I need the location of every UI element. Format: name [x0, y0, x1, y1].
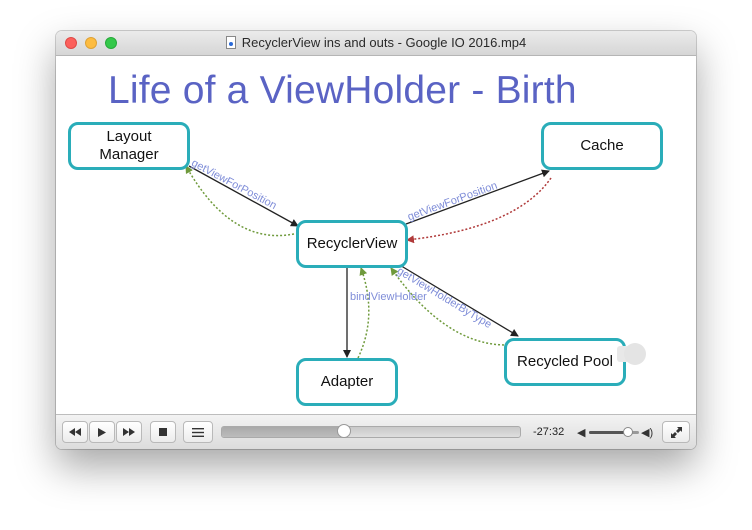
node-cache: Cache: [541, 122, 663, 170]
io-logo-dot: [624, 343, 646, 365]
stop-icon: [159, 428, 167, 436]
volume-high-icon[interactable]: ◀): [641, 427, 654, 439]
seek-bar[interactable]: [221, 424, 521, 438]
volume-low-icon[interactable]: ◀: [577, 427, 586, 439]
seek-bar-elapsed: [222, 427, 345, 437]
arrow-rv-to-pool: [397, 263, 519, 337]
node-layout-manager: Layout Manager: [68, 122, 190, 170]
video-frame[interactable]: Life of a ViewHolder - Birth: [56, 56, 696, 414]
fast-forward-icon: [123, 428, 135, 436]
playlist-icon: [192, 427, 204, 437]
fullscreen-icon: [670, 426, 682, 438]
diagram-arrows: [185, 165, 552, 359]
return-adapter-to-rv: [357, 267, 370, 359]
rewind-icon: [69, 428, 81, 436]
playlist-button[interactable]: [183, 421, 213, 443]
minimize-window-button[interactable]: [85, 37, 97, 49]
node-cache-label: Cache: [580, 137, 624, 154]
title-bar[interactable]: RecyclerView ins and outs - Google IO 20…: [56, 31, 696, 56]
node-recyclerview: RecyclerView: [296, 220, 408, 268]
seek-bar-knob[interactable]: [337, 424, 352, 438]
player-window: RecyclerView ins and outs - Google IO 20…: [56, 31, 696, 449]
window-title-text: RecyclerView ins and outs - Google IO 20…: [241, 35, 527, 50]
volume-slider[interactable]: [589, 427, 639, 437]
rewind-button[interactable]: [62, 421, 88, 443]
zoom-window-button[interactable]: [105, 37, 117, 49]
edge-label-rv-to-adapter: bindViewHolder: [350, 291, 427, 303]
arrow-rv-to-cache: [405, 169, 550, 225]
window-title: RecyclerView ins and outs - Google IO 20…: [56, 35, 696, 50]
node-adapter-label: Adapter: [320, 373, 374, 390]
node-layout-manager-line1: Layout: [106, 128, 152, 145]
arrow-lm-to-rv: [188, 165, 299, 227]
volume-slider-fill: [589, 431, 628, 434]
return-pool-to-rv: [390, 267, 509, 346]
node-recyclerview-label: RecyclerView: [306, 235, 398, 252]
return-rv-to-lm: [185, 165, 295, 237]
stop-button[interactable]: [150, 421, 176, 443]
close-window-button[interactable]: [65, 37, 77, 49]
playback-controls: -27:32 ◀ ◀): [56, 414, 696, 449]
node-recycled-pool-label: Recycled Pool: [517, 353, 613, 370]
play-button[interactable]: [89, 421, 115, 443]
fast-forward-button[interactable]: [116, 421, 142, 443]
node-layout-manager-line2: Manager: [99, 146, 159, 163]
volume-slider-knob[interactable]: [623, 427, 633, 437]
fullscreen-button[interactable]: [662, 421, 690, 443]
return-cache-to-rv: [406, 177, 552, 244]
node-recycled-pool: Recycled Pool: [504, 338, 626, 386]
play-icon: [98, 427, 106, 437]
node-adapter: Adapter: [296, 358, 398, 406]
slide-title: Life of a ViewHolder - Birth: [108, 69, 577, 112]
time-remaining[interactable]: -27:32: [533, 426, 565, 438]
video-file-icon: [225, 36, 236, 49]
